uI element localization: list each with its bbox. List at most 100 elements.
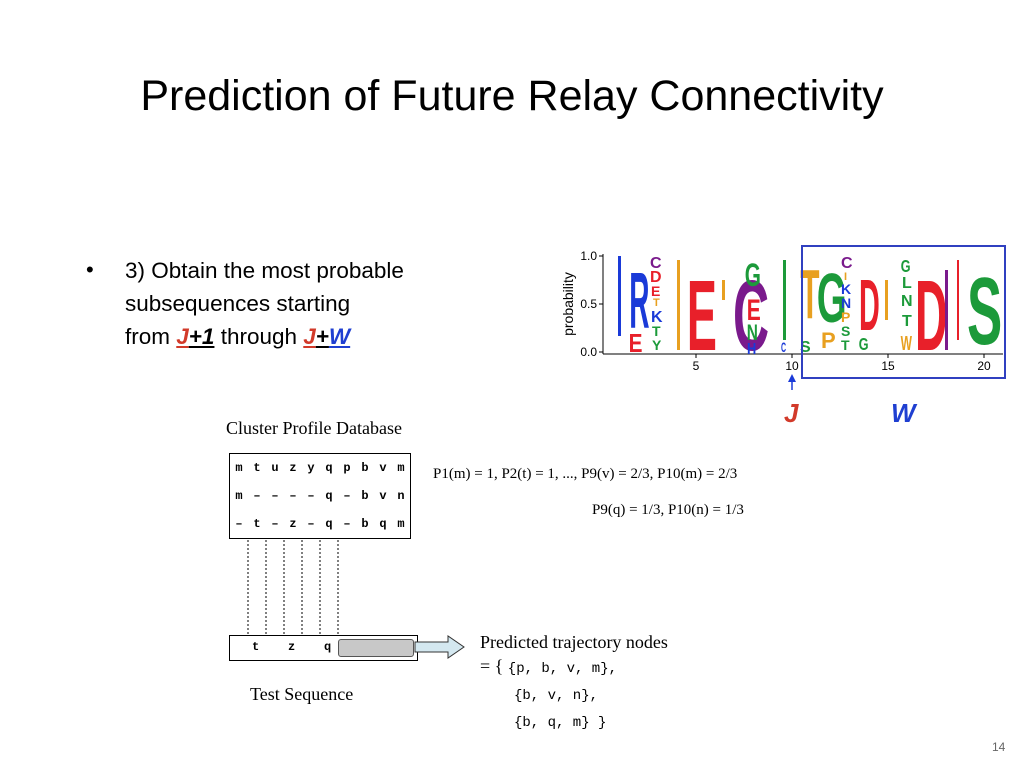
prediction-set-1: {p, b, v, m},: [507, 661, 618, 677]
svg-text:C: C: [781, 341, 786, 356]
svg-text:T: T: [800, 255, 819, 334]
logo-letters: R E C D E T K T Y E C G E N H C T S G P …: [618, 255, 1002, 372]
svg-text:T: T: [902, 313, 912, 330]
table-cell: t: [253, 517, 261, 531]
svg-text:D: D: [650, 269, 662, 286]
svg-text:S: S: [967, 258, 1002, 365]
test-cell: z: [288, 640, 296, 654]
table-cell: –: [307, 489, 315, 503]
test-cell: t: [252, 640, 260, 654]
svg-text:I: I: [844, 271, 847, 283]
svg-text:E: E: [747, 295, 761, 327]
table-cell: b: [361, 517, 369, 531]
from-word: from: [125, 324, 177, 349]
sequence-logo: probability 1.0 0.5 0.0 5 10 15 20 R E C…: [560, 245, 1006, 390]
test-sequence-title: Test Sequence: [250, 684, 354, 704]
svg-text:C: C: [841, 255, 853, 272]
svg-text:N: N: [901, 293, 913, 310]
probability-equation-2: P9(q) = 1/3, P10(n) = 1/3: [592, 502, 744, 518]
bullet-text: 3) Obtain the most probable subsequences…: [125, 254, 485, 353]
svg-text:E: E: [687, 261, 717, 372]
bullet-line-3: from J+1 through J+W: [125, 320, 485, 353]
prediction-slot: [338, 639, 414, 657]
prediction-block: Predicted trajectory nodes = { {p, b, v,…: [480, 630, 668, 735]
table-cell: z: [289, 461, 297, 475]
svg-text:L: L: [902, 275, 912, 292]
ytick-label: 1.0: [580, 249, 597, 263]
svg-text:G: G: [901, 257, 911, 277]
table-cell: m: [235, 489, 243, 503]
svg-text:E: E: [629, 329, 643, 358]
probability-equation-1: P1(m) = 1, P2(t) = 1, ..., P9(v) = 2/3, …: [433, 466, 738, 482]
table-cell: –: [253, 489, 261, 503]
logo-label-w: W: [891, 398, 916, 428]
table-cell: u: [271, 461, 279, 475]
svg-text:D: D: [859, 264, 880, 345]
table-cell: –: [289, 489, 297, 503]
xtick-label: 15: [881, 359, 895, 373]
svg-text:K: K: [841, 281, 851, 297]
table-cell: y: [307, 461, 315, 475]
xtick-label: 20: [977, 359, 991, 373]
prediction-arrow: [414, 635, 465, 659]
svg-text:S: S: [841, 323, 850, 339]
test-cell: q: [324, 640, 332, 654]
table-cell: v: [379, 461, 387, 475]
table-cell: q: [325, 489, 333, 503]
logo-label-j: J: [784, 398, 799, 428]
svg-text:W: W: [901, 333, 913, 355]
svg-text:G: G: [859, 335, 869, 355]
svg-text:T: T: [653, 297, 660, 309]
plus-one: +1: [188, 324, 215, 349]
table-cell: –: [343, 517, 351, 531]
prediction-title: Predicted trajectory nodes: [480, 632, 668, 652]
table-cell: b: [361, 461, 369, 475]
table-cell: m: [397, 517, 405, 531]
table-cell: p: [343, 461, 351, 475]
through-word: through: [214, 324, 304, 349]
xtick-label: 5: [693, 359, 700, 373]
ytick-label: 0.5: [580, 297, 597, 311]
j-label-2: J: [303, 324, 316, 349]
table-cell: –: [235, 517, 243, 531]
table-cell: –: [271, 517, 279, 531]
svg-text:C: C: [650, 255, 662, 272]
alignment-lines: [247, 540, 339, 636]
table-cell: b: [361, 489, 369, 503]
table-cell: –: [307, 517, 315, 531]
svg-text:K: K: [651, 309, 663, 326]
svg-text:D: D: [915, 261, 947, 372]
table-cell: q: [325, 517, 333, 531]
table-cell: z: [289, 517, 297, 531]
svg-text:C: C: [733, 259, 769, 372]
svg-text:S: S: [800, 339, 811, 356]
prediction-set-2: {b, v, n},: [514, 688, 599, 704]
bullet-line-2: subsequences starting: [125, 291, 351, 316]
table-cell: –: [343, 489, 351, 503]
window-highlight-box: [801, 245, 1006, 379]
prediction-prefix: = {: [480, 656, 504, 676]
svg-text:N: N: [747, 321, 758, 345]
svg-text:P: P: [821, 328, 836, 353]
test-sequence-row: t z q: [229, 635, 418, 661]
svg-text:G: G: [745, 258, 761, 294]
table-cell: m: [235, 461, 243, 475]
slide-title: Prediction of Future Relay Connectivity: [140, 72, 884, 120]
bullet-line-1: 3) Obtain the most probable: [125, 258, 404, 283]
svg-text:G: G: [817, 259, 847, 337]
table-cell: –: [271, 489, 279, 503]
svg-text:Y: Y: [652, 337, 662, 353]
svg-text:T: T: [652, 323, 661, 339]
table-cell: t: [253, 461, 261, 475]
plus-sign: +: [315, 324, 329, 349]
logo-ylabel: probability: [560, 272, 576, 336]
svg-text:N: N: [841, 295, 851, 311]
table-cell: m: [397, 461, 405, 475]
bullet-marker: •: [86, 257, 94, 282]
svg-text:E: E: [651, 283, 660, 299]
table-cell: v: [379, 489, 387, 503]
